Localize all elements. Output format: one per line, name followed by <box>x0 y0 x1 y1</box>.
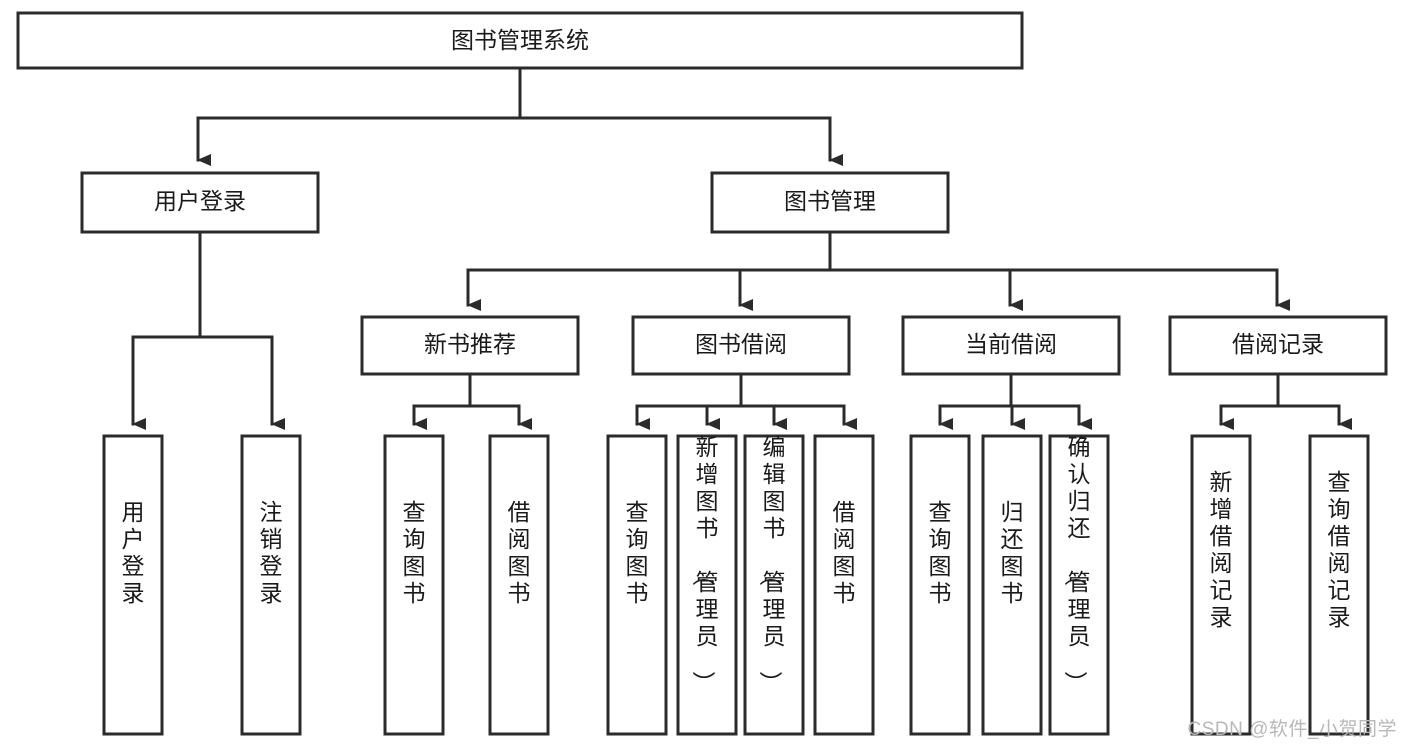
node-current-borrow-label: 当前借阅 <box>965 331 1057 357</box>
leaf-return-book[interactable]: 归还图书 <box>981 434 1043 736</box>
leaf-add-record[interactable]: 新增借阅记录 <box>1190 434 1252 736</box>
node-root[interactable]: 图书管理系统 <box>16 11 1024 70</box>
node-borrow-record[interactable]: 借阅记录 <box>1168 315 1388 376</box>
leaf-borrow-book-rec-label: 借阅图书 <box>508 499 531 606</box>
leaf-user-logout[interactable]: 注销登录 <box>240 434 302 736</box>
node-current-borrow[interactable]: 当前借阅 <box>901 315 1121 376</box>
leaf-query-record[interactable]: 查询借阅记录 <box>1308 434 1370 736</box>
node-book-manage[interactable]: 图书管理 <box>710 171 950 234</box>
leaf-add-book-label: 新增图书（管理员） <box>691 434 719 694</box>
leaf-query-book-rec[interactable]: 查询图书 <box>383 434 445 736</box>
leaf-user-login[interactable]: 用户登录 <box>102 434 164 736</box>
leaf-edit-book-label: 编辑图书（管理员） <box>758 434 786 694</box>
node-root-label: 图书管理系统 <box>451 27 589 53</box>
node-borrow-record-label: 借阅记录 <box>1232 331 1324 357</box>
leaf-borrow-book-rec[interactable]: 借阅图书 <box>488 434 550 736</box>
node-book-borrow-label: 图书借阅 <box>695 331 787 357</box>
leaf-query-book-cur-label: 查询图书 <box>929 499 952 606</box>
leaf-return-book-label: 归还图书 <box>1001 499 1024 606</box>
leaf-borrow-book-label: 借阅图书 <box>833 499 856 606</box>
node-user-login[interactable]: 用户登录 <box>80 171 320 234</box>
node-book-manage-label: 图书管理 <box>784 188 876 214</box>
leaf-query-book-cur[interactable]: 查询图书 <box>909 434 971 736</box>
leaf-query-book-borrow-label: 查询图书 <box>626 499 649 606</box>
node-book-borrow[interactable]: 图书借阅 <box>631 315 851 376</box>
leaf-query-book-rec-label: 查询图书 <box>403 499 426 606</box>
leaf-query-book-borrow[interactable]: 查询图书 <box>606 434 668 736</box>
leaf-add-book[interactable]: 新增图书（管理员） <box>676 434 738 736</box>
leaf-user-logout-label: 注销登录 <box>260 499 283 606</box>
node-new-book-rec-label: 新书推荐 <box>424 331 516 357</box>
leaf-confirm-return-label: 确认归还（管理员） <box>1063 434 1091 694</box>
node-user-login-label: 用户登录 <box>154 188 246 214</box>
leaf-edit-book[interactable]: 编辑图书（管理员） <box>743 434 805 736</box>
leaf-confirm-return[interactable]: 确认归还（管理员） <box>1048 434 1110 736</box>
node-new-book-rec[interactable]: 新书推荐 <box>360 315 580 376</box>
leaf-user-login-label: 用户登录 <box>122 499 145 606</box>
leaf-add-record-label: 新增借阅记录 <box>1210 469 1233 630</box>
leaf-query-record-label: 查询借阅记录 <box>1328 469 1351 630</box>
connector-layer <box>131 66 1352 430</box>
leaf-borrow-book[interactable]: 借阅图书 <box>813 434 875 736</box>
